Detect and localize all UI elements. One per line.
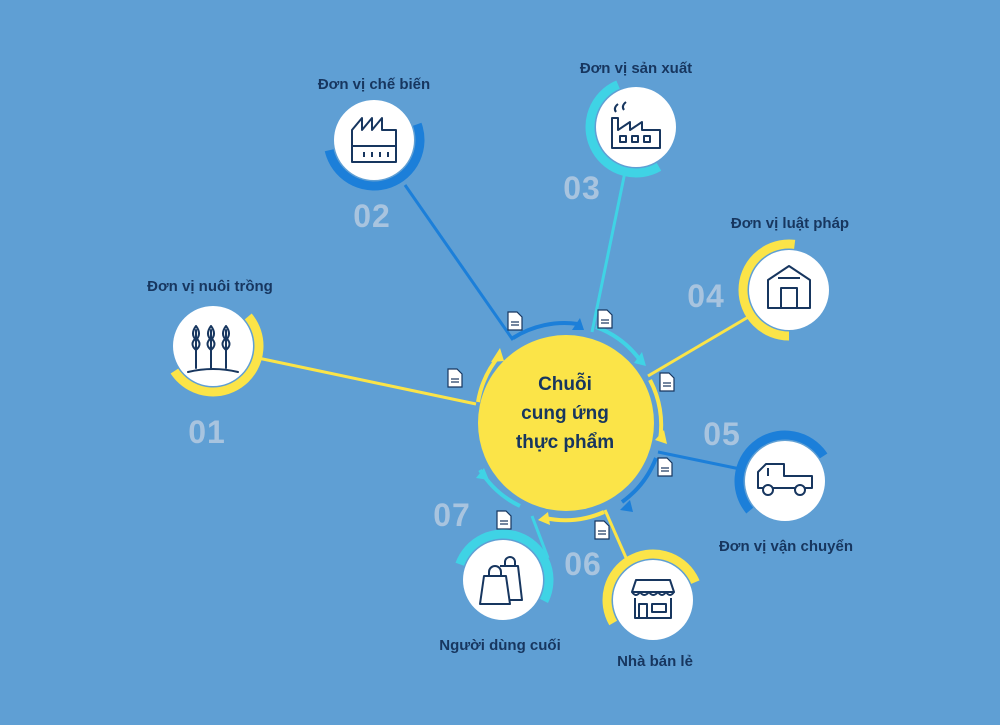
node-number-06: 06 <box>564 546 602 582</box>
document-icon <box>594 520 610 540</box>
connector-06 <box>603 509 629 561</box>
node-05 <box>734 430 836 532</box>
document-icon <box>496 510 512 530</box>
node-04 <box>738 239 840 341</box>
store-icon <box>631 579 675 619</box>
factory-icon <box>351 117 397 163</box>
node-label-04: Đơn vị luật pháp <box>730 215 850 232</box>
node-01 <box>162 295 264 397</box>
node-07 <box>452 529 554 631</box>
connector-05 <box>657 450 746 472</box>
node-label-01: Đơn vị nuôi trồng <box>147 278 273 295</box>
node-number-01: 01 <box>188 414 226 450</box>
center-title-line-3: thực phẩm <box>515 432 615 453</box>
document-icon <box>657 457 673 477</box>
document-icon <box>447 368 463 388</box>
document-icon <box>507 311 523 331</box>
node-02 <box>323 89 425 191</box>
smoking-factory-icon <box>611 101 661 149</box>
node-number-04: 04 <box>687 278 725 314</box>
node-label-07: Người dùng cuối <box>439 637 561 654</box>
document-icons <box>447 309 675 540</box>
shopping-bag-icon <box>479 556 523 605</box>
node-06 <box>602 549 704 651</box>
center-title: Chuỗi cung ứng thực phẩm <box>480 370 650 457</box>
connector-07 <box>530 515 550 559</box>
center-circle <box>478 335 654 511</box>
node-number-02: 02 <box>353 198 391 234</box>
document-icon <box>659 372 675 392</box>
center-title-line-1: Chuỗi <box>538 374 592 395</box>
node-label-05: Đơn vị vận chuyển <box>718 538 854 555</box>
connector-04 <box>647 314 751 378</box>
truck-icon <box>757 463 813 496</box>
center-ring <box>476 318 667 525</box>
warehouse-icon <box>767 265 811 309</box>
document-icon <box>597 309 613 329</box>
center-title-line-2: cung ứng <box>521 403 609 424</box>
wheat-icon <box>187 325 239 373</box>
node-number-05: 05 <box>703 416 741 452</box>
node-label-06: Nhà bán lẻ <box>617 653 693 670</box>
node-03 <box>585 76 687 178</box>
connector-01 <box>257 356 477 406</box>
node-number-07: 07 <box>433 497 471 533</box>
connector-03 <box>590 171 627 333</box>
node-number-03: 03 <box>563 170 601 206</box>
connector-02 <box>403 184 515 341</box>
node-label-02: Đơn vị chế biến <box>317 76 431 93</box>
node-label-03: Đơn vị sản xuất <box>579 60 693 77</box>
connector-lines <box>257 171 751 561</box>
